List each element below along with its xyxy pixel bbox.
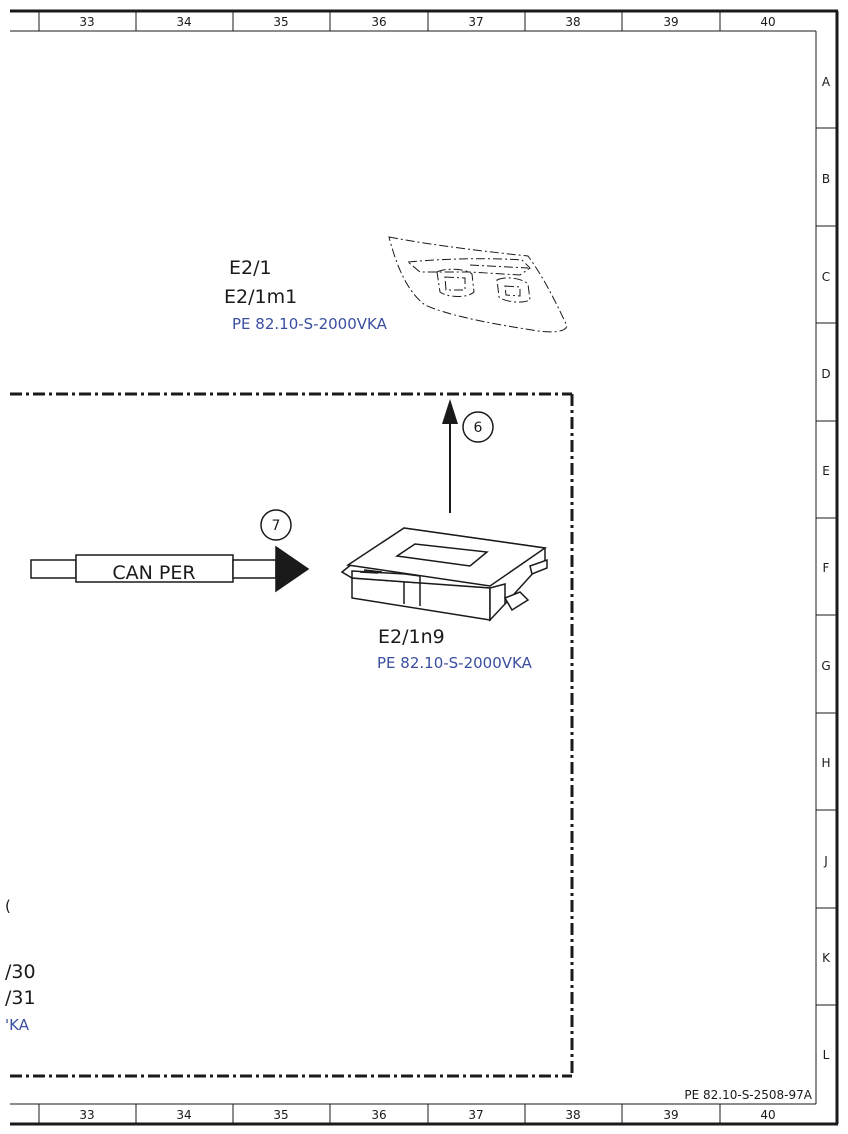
- ref-link-e2-1m1[interactable]: PE 82.10-S-2000VKA: [232, 315, 388, 333]
- document-reference: PE 82.10-S-2508-97A: [684, 1088, 812, 1102]
- col-label-33-bottom: 33: [79, 1108, 94, 1122]
- can-per-label: CAN PER: [112, 562, 195, 584]
- column-ruler-bottom: [38, 1104, 721, 1124]
- module-boundary: [10, 392, 574, 1078]
- col-label-36-bottom: 36: [371, 1108, 386, 1122]
- col-label-34: 34: [176, 15, 191, 29]
- ref-link-e2-1n9[interactable]: PE 82.10-S-2000VKA: [377, 654, 533, 672]
- partial-label-b: /30: [5, 961, 36, 983]
- label-e2-1m1: E2/1m1: [224, 286, 297, 308]
- col-label-38-bottom: 38: [565, 1108, 580, 1122]
- partial-label-a: (: [5, 897, 11, 915]
- row-label-e: E: [822, 464, 830, 478]
- col-label-35-bottom: 35: [273, 1108, 288, 1122]
- row-label-f: F: [823, 561, 830, 575]
- label-e2-1: E2/1: [229, 257, 272, 279]
- row-label-j: J: [823, 854, 828, 868]
- row-label-c: C: [822, 270, 830, 284]
- headlamp-outline: [388, 236, 568, 333]
- col-label-34-bottom: 34: [176, 1108, 191, 1122]
- row-label-h: H: [821, 756, 830, 770]
- callout-6: 6: [474, 420, 483, 436]
- row-label-b: B: [822, 172, 830, 186]
- col-label-39: 39: [663, 15, 678, 29]
- partial-ref-link[interactable]: 'KA: [5, 1016, 30, 1034]
- callout-circle-7: [260, 509, 292, 541]
- col-label-40-bottom: 40: [760, 1108, 775, 1122]
- col-label-36: 36: [371, 15, 386, 29]
- callout-7: 7: [272, 518, 281, 534]
- col-label-40: 40: [760, 15, 775, 29]
- col-label-33: 33: [79, 15, 94, 29]
- row-label-g: G: [821, 659, 830, 673]
- row-ruler-right: [816, 127, 837, 1006]
- row-label-l: L: [823, 1048, 830, 1062]
- col-label-38: 38: [565, 15, 580, 29]
- col-label-37-bottom: 37: [468, 1108, 483, 1122]
- callout-circle-6: [462, 411, 494, 443]
- row-label-a: A: [822, 75, 831, 89]
- col-label-39-bottom: 39: [663, 1108, 678, 1122]
- arrow-up-6: [442, 399, 458, 513]
- column-ruler-top: [38, 11, 721, 31]
- col-label-37: 37: [468, 15, 483, 29]
- label-e2-1n9: E2/1n9: [378, 626, 445, 648]
- row-label-k: K: [822, 951, 831, 965]
- can-per-connection: [30, 545, 310, 593]
- control-unit-e2-1n9: [340, 527, 548, 622]
- col-label-35: 35: [273, 15, 288, 29]
- partial-label-c: /31: [5, 987, 36, 1009]
- row-label-d: D: [821, 367, 830, 381]
- sheet-frame: [10, 9, 839, 1126]
